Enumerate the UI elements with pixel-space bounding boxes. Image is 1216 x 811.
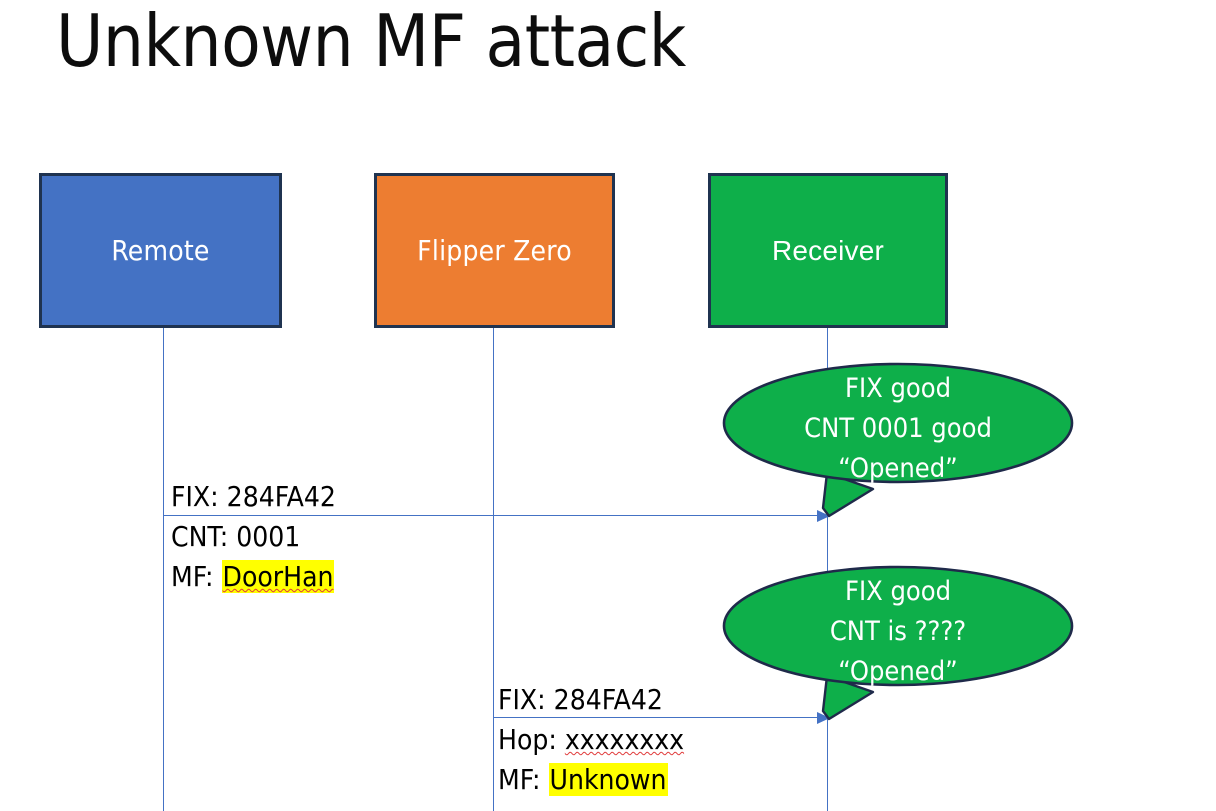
lifeline-flipper [493,328,494,811]
actor-box-flipper-zero[interactable]: Flipper Zero [374,173,615,328]
callout-bubble-second[interactable]: FIX good CNT is ???? “Opened” [722,565,1074,721]
message-line: MF: DoorHan [171,560,335,593]
highlighted-value: DoorHan [221,560,335,593]
message-line: FIX: 284FA42 [498,683,663,716]
page-title: Unknown MF attack [56,0,686,83]
misspelled-value: xxxxxxxx [564,723,685,756]
actor-box-remote[interactable]: Remote [39,173,282,328]
message-line: FIX: 284FA42 [171,480,336,513]
highlighted-value: Unknown [548,763,668,796]
actor-label-flipper-zero: Flipper Zero [417,234,572,267]
callout-shape [722,362,1074,518]
callout-bubble-first[interactable]: FIX good CNT 0001 good “Opened” [722,362,1074,518]
message-label-flipper-to-receiver: FIX: 284FA42 Hop: xxxxxxxx MF: Unknown [498,680,684,800]
message-line: MF: Unknown [498,763,668,796]
actor-label-remote: Remote [111,234,210,267]
message-line: Hop: xxxxxxxx [498,723,685,756]
message-label-remote-to-receiver: FIX: 284FA42 CNT: 0001 MF: DoorHan [171,477,336,597]
lifeline-remote [163,328,164,811]
actor-box-receiver[interactable]: Receiver [708,173,948,328]
callout-shape [722,565,1074,721]
lifeline-receiver [827,328,828,811]
actor-label-receiver: Receiver [771,234,885,266]
message-line: CNT: 0001 [171,520,301,553]
